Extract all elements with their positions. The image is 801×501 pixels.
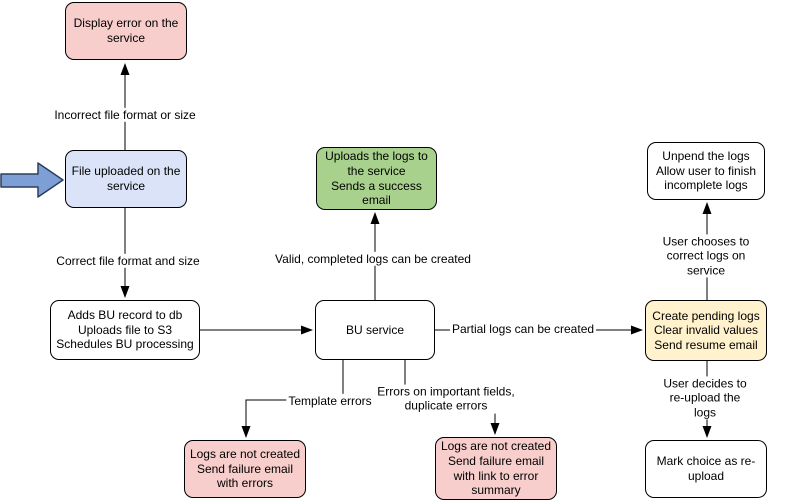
- node-adds-bu-record: Adds BU record to db Uploads file to S3 …: [50, 300, 200, 360]
- block-arrow-right-icon: [0, 162, 64, 198]
- node-logs-not-created-errors: Logs are not created Send failure email …: [184, 440, 306, 498]
- edge-label-user-chooses: User chooses to correct logs on service: [658, 234, 754, 278]
- node-bu-service-label: BU service: [345, 322, 404, 337]
- edge-label-template-errors: Template errors: [286, 393, 374, 409]
- node-uploads-logs: Uploads the logs to the service Sends a …: [316, 147, 437, 210]
- edge-label-important-errors: Errors on important fields, duplicate er…: [375, 384, 517, 414]
- edge-label-incorrect-file: Incorrect file format or size: [52, 107, 198, 123]
- node-display-error-label: Display error on the service: [73, 16, 179, 45]
- edge-label-correct-file: Correct file format and size: [54, 253, 202, 269]
- edge-label-user-decides: User decides to re-upload the logs: [657, 376, 753, 420]
- edge-label-partial-logs: Partial logs can be created: [449, 321, 597, 337]
- node-mark-choice: Mark choice as re- upload: [645, 440, 767, 498]
- node-display-error: Display error on the service: [65, 2, 187, 60]
- node-adds-bu-record-label: Adds BU record to db Uploads file to S3 …: [56, 308, 194, 352]
- node-uploads-logs-label: Uploads the logs to the service Sends a …: [325, 149, 428, 208]
- node-file-uploaded: File uploaded on the service: [65, 150, 187, 208]
- edge-label-valid-logs: Valid, completed logs can be created: [273, 251, 473, 267]
- node-create-pending: Create pending logs Clear invalid values…: [645, 300, 767, 361]
- node-logs-not-created-errors-label: Logs are not created Send failure email …: [189, 447, 301, 491]
- node-unpend-logs: Unpend the logs Allow user to finish inc…: [647, 142, 765, 200]
- node-mark-choice-label: Mark choice as re- upload: [656, 454, 756, 483]
- node-logs-not-created-summary-label: Logs are not created Send failure email …: [440, 439, 552, 498]
- node-unpend-logs-label: Unpend the logs Allow user to finish inc…: [655, 149, 757, 193]
- node-file-uploaded-label: File uploaded on the service: [71, 164, 181, 193]
- node-create-pending-label: Create pending logs Clear invalid values…: [652, 308, 760, 352]
- node-logs-not-created-summary: Logs are not created Send failure email …: [435, 437, 557, 500]
- node-bu-service: BU service: [315, 300, 435, 360]
